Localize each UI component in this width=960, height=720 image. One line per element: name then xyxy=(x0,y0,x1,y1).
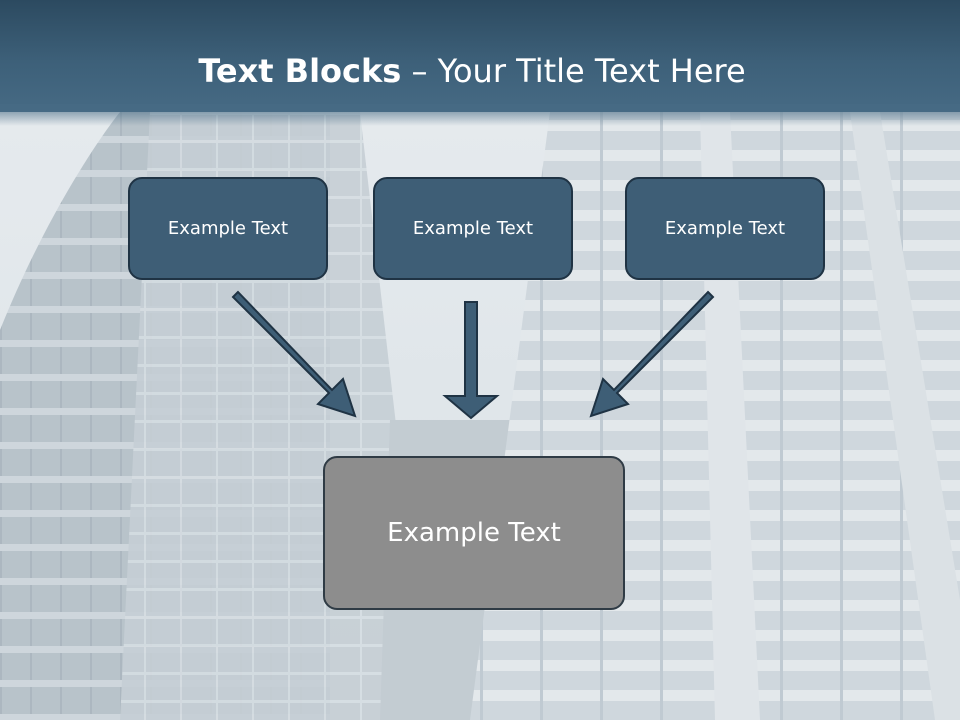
text-block-right-label: Example Text xyxy=(664,218,786,239)
title-bar-fade xyxy=(0,104,960,126)
text-block-right[interactable]: Example Text xyxy=(625,177,825,280)
title-bar xyxy=(0,0,960,112)
arrow-down-right-icon[interactable] xyxy=(231,290,357,418)
text-block-left-label: Example Text xyxy=(167,218,289,239)
text-block-bottom[interactable]: Example Text xyxy=(323,456,625,610)
text-block-center-label: Example Text xyxy=(412,218,534,239)
title-bold-text: Text Blocks xyxy=(198,52,402,90)
slide-title[interactable]: Text Blocks – Your Title Text Here xyxy=(0,52,944,90)
arrow-down-icon[interactable] xyxy=(442,301,500,420)
text-block-bottom-label: Example Text xyxy=(387,518,561,548)
title-regular-text: – Your Title Text Here xyxy=(401,52,746,90)
arrow-down-left-icon[interactable] xyxy=(589,290,715,418)
text-block-left[interactable]: Example Text xyxy=(128,177,328,280)
text-block-center[interactable]: Example Text xyxy=(373,177,573,280)
